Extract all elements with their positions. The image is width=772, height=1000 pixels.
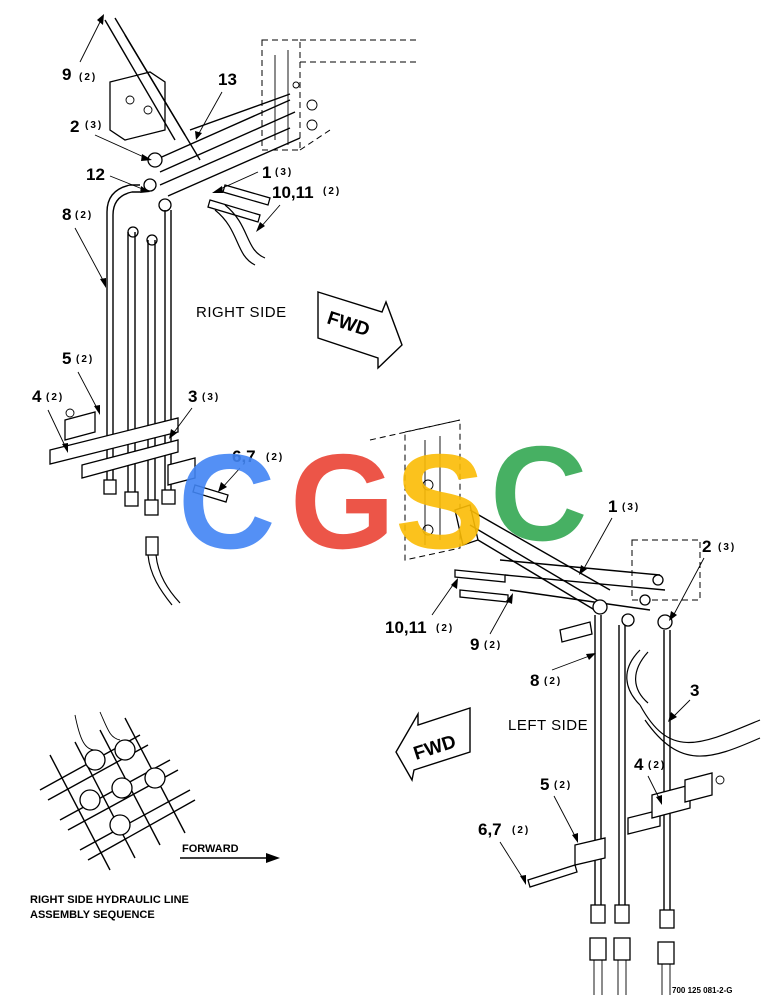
callout-8-number: 8 — [62, 205, 71, 224]
callout-6-7-number: 6,7 — [232, 447, 256, 466]
callout-2-number: 2 — [70, 117, 79, 136]
callout-3-number: 3 — [690, 681, 699, 700]
callout-1-number: 1 — [262, 163, 271, 182]
left-side-assembly — [369, 419, 761, 995]
callout-10-11-number: 10,11 — [272, 183, 314, 202]
fwd-arrow-label: FWD — [324, 308, 372, 341]
callout-8-qty: (2) — [75, 210, 93, 221]
callout-12-number: 12 — [86, 165, 105, 184]
callout-3-number: 3 — [188, 387, 197, 406]
callout-1-qty: (3) — [275, 167, 293, 178]
watermark-letter-c: C — [490, 418, 588, 569]
watermark-letter-g: G — [290, 426, 395, 577]
fwd-arrow-left-side: FWD — [395, 707, 471, 782]
watermark-letter-s: S — [395, 426, 485, 577]
callout-6-7-qty: (2) — [266, 452, 284, 463]
callout-9-number: 9 — [470, 635, 479, 654]
figure-number: 700 125 081-2-G — [672, 986, 733, 995]
callout-2-qty: (3) — [718, 542, 736, 553]
forward-direction-arrow: FORWARD — [180, 843, 280, 863]
callout-10-11-qty: (2) — [436, 623, 454, 634]
callout-4-qty: (2) — [46, 392, 64, 403]
right-side-assembly — [49, 17, 420, 606]
callout-6-7-number: 6,7 — [478, 820, 502, 839]
fwd-arrow-right-side: FWD — [317, 291, 403, 370]
forward-label: FORWARD — [182, 843, 239, 855]
callout-13-number: 13 — [218, 70, 237, 89]
callout-1-number: 1 — [608, 497, 617, 516]
callout-2-qty: (3) — [85, 120, 103, 131]
callout-5-number: 5 — [540, 775, 549, 794]
callout-8-number: 8 — [530, 671, 539, 690]
callout-1-qty: (3) — [622, 502, 640, 513]
callout-3-qty: (3) — [202, 392, 220, 403]
sequence-caption-line-1: RIGHT SIDE HYDRAULIC LINE — [30, 894, 189, 906]
left-side-callouts: 1 (3) 2 (3) 10,11 (2) 9 (2) 8 (2) 3 4 (2… — [385, 497, 736, 885]
callout-5-qty: (2) — [76, 354, 94, 365]
right-side-title: RIGHT SIDE — [196, 304, 287, 321]
sequence-caption-line-2: ASSEMBLY SEQUENCE — [30, 909, 155, 921]
callout-9-qty: (2) — [79, 72, 97, 83]
right-side-callouts: 9 (2) 13 2 (3) 12 1 (3) 10,11 (2) 8 (2) … — [32, 14, 341, 492]
callout-4-qty: (2) — [648, 760, 666, 771]
left-side-title: LEFT SIDE — [508, 717, 588, 734]
callout-4-number: 4 — [634, 755, 644, 774]
callout-5-number: 5 — [62, 349, 71, 368]
callout-5-qty: (2) — [554, 780, 572, 791]
callout-8-qty: (2) — [544, 676, 562, 687]
callout-9-qty: (2) — [484, 640, 502, 651]
watermark: C G S C — [178, 418, 588, 577]
callout-4-number: 4 — [32, 387, 42, 406]
callout-10-11-qty: (2) — [323, 186, 341, 197]
callout-9-number: 9 — [62, 65, 71, 84]
callout-10-11-number: 10,11 — [385, 618, 427, 637]
callout-2-number: 2 — [702, 537, 711, 556]
callout-6-7-qty: (2) — [512, 825, 530, 836]
watermark-letter-c: C — [178, 426, 276, 577]
assembly-sequence-inset — [39, 711, 196, 871]
fwd-arrow-label: FWD — [411, 731, 459, 764]
